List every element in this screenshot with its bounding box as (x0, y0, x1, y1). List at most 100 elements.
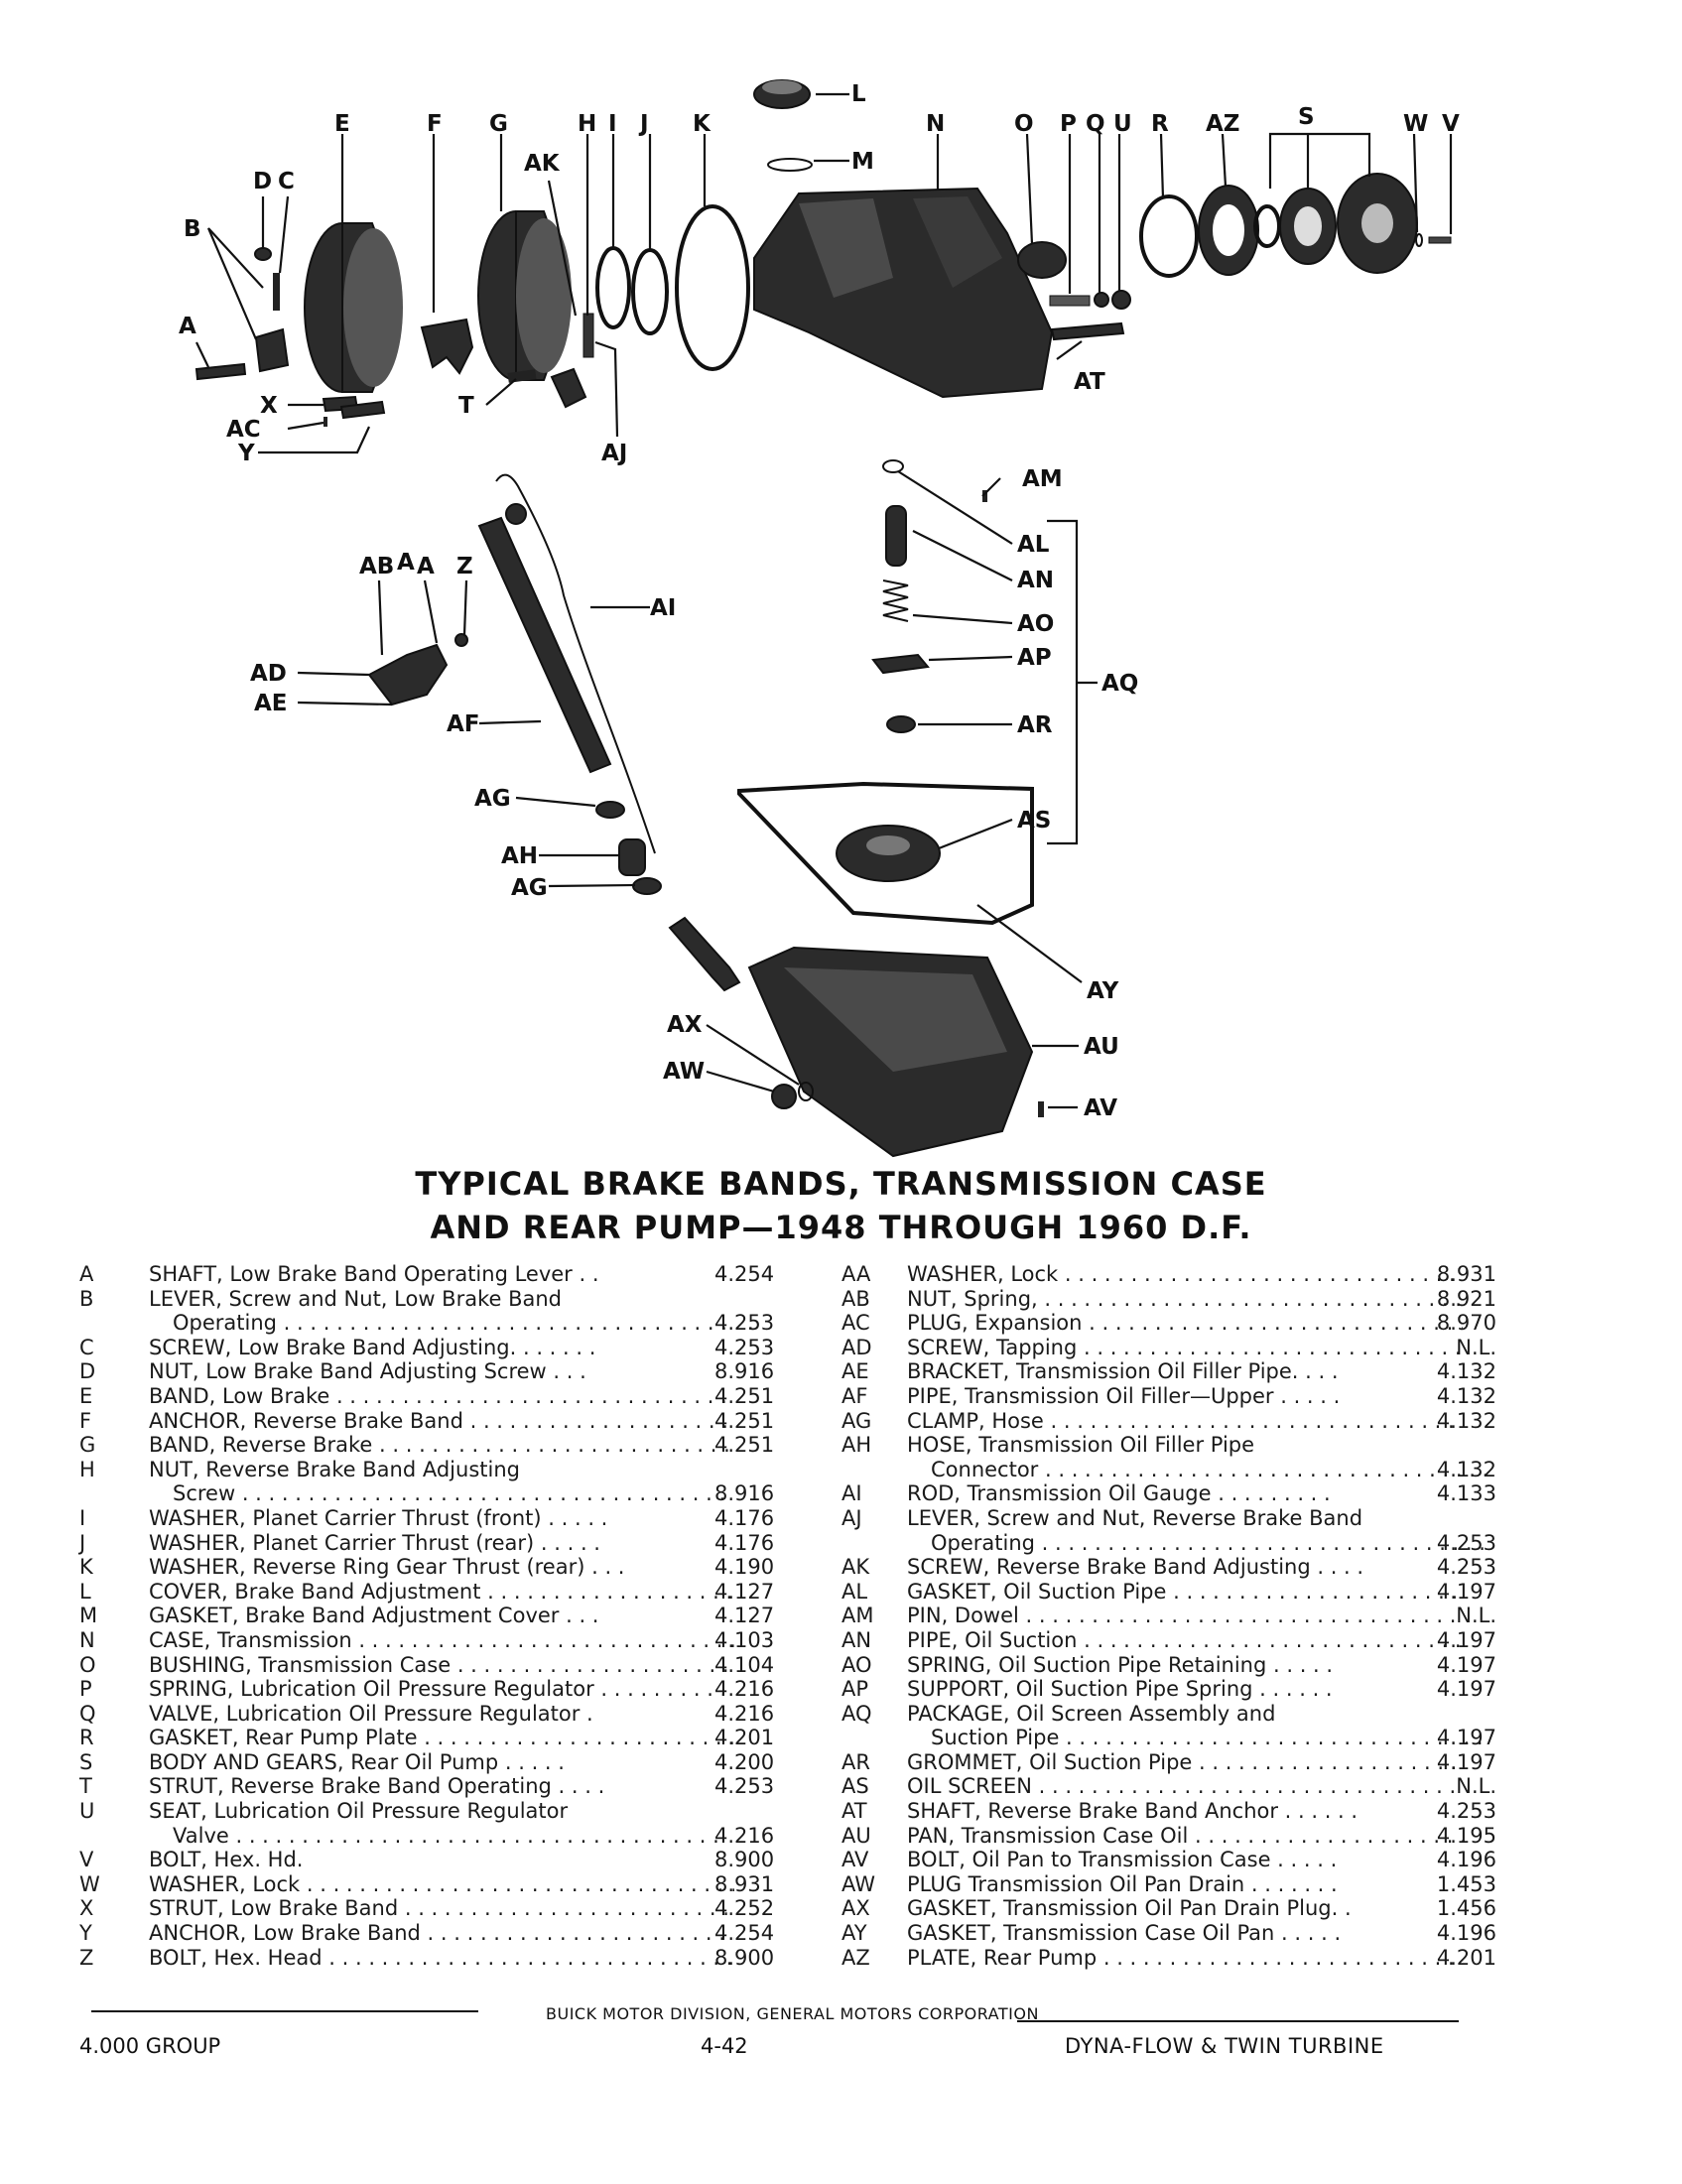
callout-AN: AN (1017, 568, 1054, 593)
part-oil-suction-pipe (885, 505, 907, 567)
legend-code: H (79, 1457, 95, 1481)
part-hose-clamp-lower (632, 877, 662, 895)
legend-description: PIPE, Oil Suction (907, 1628, 1463, 1653)
legend-code: S (79, 1749, 93, 1774)
part-lock-washer (1415, 233, 1423, 247)
part-anchor-shaft (1050, 321, 1125, 341)
legend-description: BOLT, Hex. Head (149, 1946, 734, 1971)
callout-AH: AH (501, 843, 538, 869)
legend-ref-number: 4.197 (1436, 1726, 1496, 1750)
part-oil-pan-gasket (737, 781, 1034, 926)
legend-ref-number: 4.197 (1436, 1677, 1496, 1702)
part-thrust-washer-rear (631, 248, 669, 335)
legend-ref-number: 4.253 (714, 1335, 775, 1359)
callout-AS: AS (1017, 808, 1051, 834)
part-expansion-plug (323, 417, 327, 427)
callout-F: F (427, 111, 443, 137)
legend-row: H NUT, Reverse Brake Band Adjusting (79, 1458, 774, 1482)
legend-description: SHAFT, Reverse Brake Band Anchor . . . .… (907, 1799, 1359, 1824)
part-filler-hose (618, 838, 646, 876)
legend-ref-number: 4.132 (1436, 1383, 1496, 1408)
exploded-parts-diagram: L M E F G H I J K N O P Q U R AZ S W V D… (179, 79, 1460, 1158)
legend-description: NUT, Low Brake Band Adjusting Screw . . … (149, 1359, 586, 1384)
part-oil-pan-bolt (1038, 1101, 1044, 1117)
legend-ref-number: 4.196 (1436, 1921, 1496, 1946)
legend-description: OIL SCREEN (907, 1774, 1463, 1799)
callout-AJ: AJ (601, 441, 627, 466)
legend-description: SCREW, Low Brake Band Adjusting. . . . .… (149, 1335, 596, 1359)
legend-code: AK (841, 1555, 870, 1580)
legend-description: Suction Pipe (907, 1726, 1487, 1750)
callout-H: H (578, 111, 596, 137)
legend-description: NUT, Reverse Brake Band Adjusting (149, 1457, 520, 1481)
legend-ref-number: 8.900 (714, 1945, 775, 1970)
legend-code: AP (841, 1677, 869, 1702)
callout-R: R (1151, 111, 1169, 137)
legend-code: AZ (841, 1945, 870, 1970)
legend-ref-number: 8.970 (1436, 1311, 1496, 1336)
legend-code: AY (841, 1921, 867, 1946)
legend-ref-number: N.L. (1456, 1774, 1496, 1799)
legend-description: BRACKET, Transmission Oil Filler Pipe. .… (907, 1359, 1339, 1384)
callout-S: S (1298, 104, 1315, 130)
legend-code: AA (841, 1262, 871, 1286)
legend-ref-number: 4.104 (714, 1652, 775, 1677)
callout-AL: AL (1017, 532, 1050, 558)
part-low-band-anchor (339, 400, 386, 420)
legend-row: Screw8.916 (79, 1481, 774, 1506)
legend-ref-number: 4.195 (1436, 1823, 1496, 1848)
legend-ref-number: 4.251 (714, 1383, 775, 1408)
part-oil-filler-pipe (477, 516, 612, 774)
callout-AF: AF (447, 711, 480, 737)
callout-Q: Q (1086, 111, 1105, 137)
part-suction-spring-support (871, 653, 930, 675)
callout-AZ: AZ (1206, 111, 1239, 137)
legend-ref-number: 4.176 (714, 1530, 775, 1555)
footer-group: 4.000 GROUP (79, 2034, 221, 2058)
legend-description: WASHER, Planet Carrier Thrust (front) . … (149, 1505, 608, 1530)
legend-code: AS (841, 1774, 869, 1799)
callout-N: N (926, 111, 945, 137)
legend-code: X (79, 1896, 94, 1921)
part-brake-band-adjustment-cover (753, 79, 811, 109)
legend-row: Operating4.253 (841, 1531, 1506, 1556)
legend-code: AM (841, 1604, 874, 1628)
legend-description: BAND, Reverse Brake (149, 1433, 734, 1458)
callout-AO: AO (1017, 611, 1054, 637)
legend-code: AV (841, 1848, 869, 1872)
legend-description: PLUG Transmission Oil Pan Drain . . . . … (907, 1871, 1338, 1896)
footer-rule-left (91, 2010, 478, 2012)
legend-ref-number: 4.103 (714, 1627, 775, 1652)
callout-AG-2: AG (511, 875, 548, 901)
legend-code: AI (841, 1481, 862, 1506)
callout-M: M (851, 149, 874, 175)
callout-W: W (1403, 111, 1428, 137)
legend-description: BUSHING, Transmission Case (149, 1653, 734, 1678)
callout-AT: AT (1074, 369, 1105, 395)
legend-code: G (79, 1433, 96, 1458)
legend-code: AJ (841, 1505, 862, 1530)
callout-AC: AC (226, 417, 261, 443)
legend-code: C (79, 1335, 94, 1359)
legend-ref-number: 8.900 (714, 1848, 775, 1872)
part-case-bushing (1017, 241, 1067, 279)
legend-ref-number: 4.216 (714, 1677, 775, 1702)
